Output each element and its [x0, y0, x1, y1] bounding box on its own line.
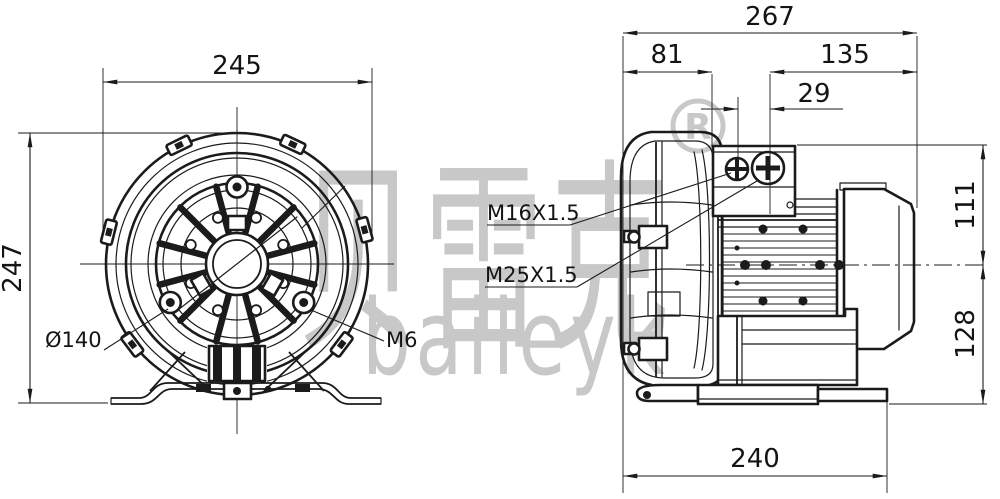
registered-trademark-letter: R [684, 107, 712, 148]
stray-leader-line [301, 185, 346, 229]
gland-m16-text: M16X1.5 [487, 201, 580, 225]
dim-29: 29 [701, 74, 843, 214]
thread-m6-text: M6 [386, 328, 417, 352]
hub-bore [177, 216, 298, 311]
watermark: 贝雷克 baileyk R [298, 98, 726, 399]
dim-240-value: 240 [730, 444, 780, 474]
label-thread-m6: M6 [310, 309, 417, 352]
housing-clamp-top [622, 224, 669, 250]
watermark-cn-text: 贝雷克 [298, 141, 676, 380]
hub-brackets [189, 214, 285, 298]
dim-width-245: 245 [102, 51, 373, 236]
lower-block [716, 307, 859, 387]
side-base [635, 383, 889, 406]
cable-gland-small [724, 156, 750, 182]
dim-111: 111 [797, 144, 987, 265]
label-gland-m25: M25X1.5 [485, 180, 758, 288]
dim-128: 128 [889, 265, 987, 405]
dim-111-value: 111 [951, 180, 981, 230]
dim-128-value: 128 [951, 309, 981, 359]
mounting-foot [110, 381, 382, 405]
casing-clamp-lugs [99, 133, 374, 358]
gland-m25-text: M25X1.5 [485, 263, 578, 287]
dim-height-247: 247 [0, 132, 237, 404]
front-view [80, 107, 394, 434]
side-dimensions: 267 81 135 29 111 128 [485, 2, 987, 493]
dim-81: 81 [623, 40, 713, 147]
bolt-circle-text: Ø140 [45, 328, 102, 352]
label-bolt-circle: Ø140 [45, 308, 169, 352]
grille-spokes [156, 183, 318, 345]
watermark-latin-text: baileyk [362, 277, 669, 399]
dim-135-value: 135 [820, 40, 870, 70]
cable-gland-large [750, 150, 786, 186]
support-struts [149, 335, 325, 392]
dim-29-value: 29 [797, 79, 830, 109]
impeller-bolt-holes [184, 211, 290, 317]
dim-135: 135 [770, 40, 917, 75]
terminal-box [711, 144, 797, 218]
front-dimensions: 245 247 Ø140 M6 [0, 51, 417, 404]
dim-81-value: 81 [650, 40, 683, 70]
dim-overall-267: 267 [622, 2, 918, 493]
label-gland-m16: M16X1.5 [487, 172, 732, 226]
dim-width-value: 245 [212, 51, 262, 81]
housing-clamp-bottom [622, 336, 669, 362]
bottom-vent [207, 344, 267, 383]
dim-base-240: 240 [623, 390, 888, 493]
grille-screws [158, 175, 316, 315]
dim-overall-value: 267 [745, 2, 795, 32]
dim-height-value: 247 [0, 243, 28, 293]
